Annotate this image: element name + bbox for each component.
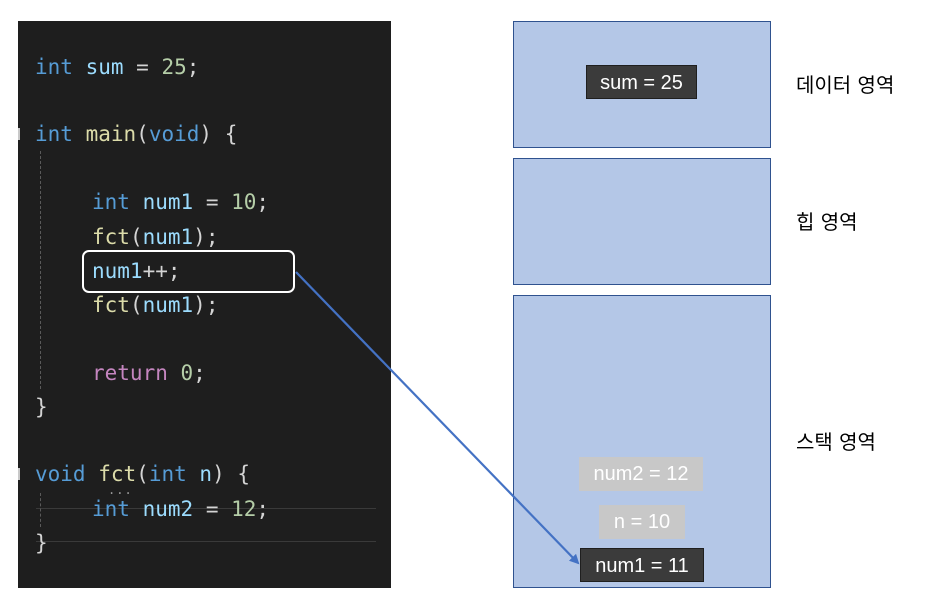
code-line-sum: int sum = 25; [35,50,199,84]
operator: = [123,55,162,79]
keyword: int [148,462,187,486]
ellipsis-hint: ... [108,483,133,497]
variable: num1 [142,225,194,249]
punctuation: ; [193,361,206,385]
code-line-fct-def: void fct(int n) { [35,457,250,491]
punctuation: ; [256,497,270,521]
punctuation: ; [186,55,200,79]
keyword: return [92,361,168,385]
punctuation: ( [136,462,149,486]
number: 25 [161,55,187,79]
keyword: int [92,497,130,521]
variable: num2 [142,497,194,521]
memory-var-n: n = 10 [599,505,685,539]
stack-region-block [513,295,771,588]
code-line-num2: int num2 = 12; [92,492,269,526]
variable: num1 [142,190,194,214]
punctuation: ); [193,225,219,249]
punctuation: ( [136,122,149,146]
punctuation: ) { [212,462,251,486]
operator: = [193,190,232,214]
function-name: fct [92,293,130,317]
variable: num1 [142,293,194,317]
code-editor: int sum = 25; int main(void) { int num1 … [18,21,391,588]
function-name: fct [92,225,130,249]
punctuation: ); [193,293,219,317]
code-line-main: int main(void) { [35,117,237,151]
code-line-return: return 0; [92,356,206,390]
keyword: int [92,190,130,214]
code-line-num1: int num1 = 10; [92,185,269,219]
memory-var-num2: num2 = 12 [579,457,703,491]
function-name: main [85,122,137,146]
code-line-fct-close: } [35,531,48,555]
indent-guide [40,493,41,527]
variable: sum [85,55,124,79]
punctuation: ( [129,225,143,249]
number: 10 [231,190,257,214]
code-line-main-close: } [35,395,48,419]
highlight-box-increment [82,250,295,293]
keyword: void [148,122,200,146]
keyword: void [35,462,86,486]
operator: = [193,497,232,521]
operator: ++; [142,259,181,283]
code-line-fct-call-2: fct(num1); [92,288,218,322]
fold-marker [18,468,20,480]
function-name: fct [98,462,137,486]
stack-region-label: 스택 영역 [796,430,876,454]
data-region-label: 데이터 영역 [796,73,895,97]
number: 0 [180,361,194,385]
punctuation: ( [129,293,143,317]
heap-region-block [513,158,771,285]
code-line-increment: num1++; [92,254,181,288]
memory-var-num1: num1 = 11 [580,548,704,582]
fold-marker [18,128,20,140]
code-line-fct-call-1: fct(num1); [92,220,218,254]
variable: num1 [92,259,143,283]
heap-region-label: 힙 영역 [796,210,858,234]
variable: n [199,462,213,486]
indent-guide [40,151,41,389]
number: 12 [231,497,257,521]
memory-var-sum: sum = 25 [586,65,697,99]
punctuation: ) { [199,122,238,146]
keyword: int [35,55,73,79]
keyword: int [35,122,73,146]
punctuation: ; [256,190,270,214]
current-line-highlight [36,508,376,542]
